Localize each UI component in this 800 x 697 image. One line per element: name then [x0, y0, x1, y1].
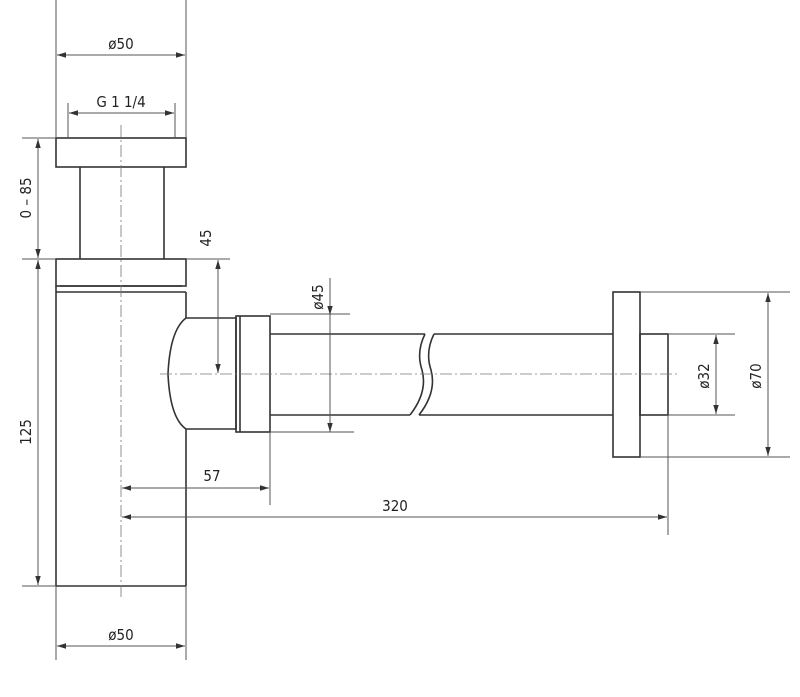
- center-lines: [120, 125, 680, 598]
- label-d32: ø32: [695, 363, 713, 388]
- label-125: 125: [17, 419, 35, 445]
- label-d70: ø70: [747, 363, 765, 388]
- label-57: 57: [203, 467, 220, 485]
- siphon-body: [55, 137, 669, 587]
- dimension-lines: [35, 52, 771, 649]
- label-d50-top: ø50: [108, 35, 133, 53]
- dimension-labels: ø50 G 1 1/4 0 – 85 125 45 ø45 ø32 ø70 57…: [17, 35, 765, 644]
- extension-lines: [22, 0, 790, 660]
- wall-rosette: [612, 291, 641, 458]
- label-adjust: 0 – 85: [17, 177, 35, 218]
- wall-spigot: [639, 333, 669, 416]
- label-d50-bottom: ø50: [108, 626, 133, 644]
- elbow-outlet: [167, 317, 237, 430]
- label-d45: ø45: [309, 284, 327, 309]
- label-320: 320: [382, 497, 408, 515]
- pipe-break-right: [418, 333, 435, 416]
- pipe-break-left: [409, 333, 426, 416]
- label-thread: G 1 1/4: [96, 93, 145, 111]
- label-d45-height: 45: [197, 229, 215, 246]
